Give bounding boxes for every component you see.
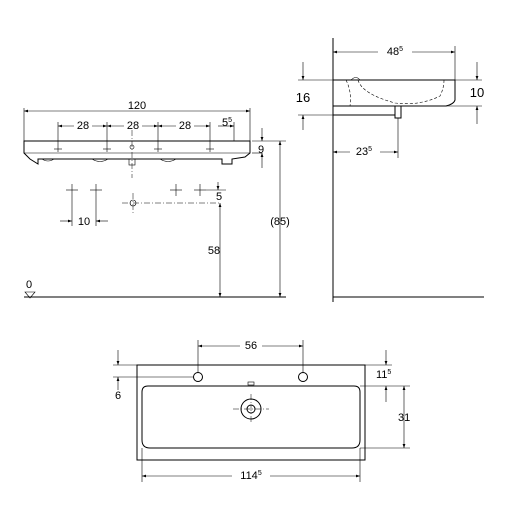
connector-height-label: 58 <box>208 245 220 257</box>
rim-front-label: 6 <box>115 390 121 402</box>
front-view: 120 28 28 28 55 9 5 <box>23 100 290 299</box>
thickness-label: 9 <box>258 144 264 156</box>
spacing-label-3: 28 <box>179 120 191 132</box>
floor-level-symbol <box>24 291 36 299</box>
rim-back-label: 115 <box>376 369 391 381</box>
basin-top-outline <box>136 364 366 461</box>
side-height-label: 16 <box>296 90 310 105</box>
spacing-label-1: 28 <box>77 120 89 132</box>
connector-offset-label: 5 <box>216 191 222 203</box>
side-rim-label: 10 <box>470 85 484 100</box>
edge-label: 55 <box>222 117 232 129</box>
bowl-width-label: 1145 <box>240 470 262 482</box>
connector-marks <box>66 184 220 213</box>
tap-hole-left <box>193 372 203 382</box>
hole-spacing-label: 10 <box>78 216 90 228</box>
tap-marks <box>54 144 214 152</box>
tap-spacing-label: 56 <box>245 340 257 352</box>
total-height-label: (85) <box>270 216 290 228</box>
front-width-label: 120 <box>128 100 146 112</box>
bowl-depth-label: 31 <box>398 412 410 424</box>
floor-level-label: 0 <box>26 279 32 291</box>
side-depth-label: 485 <box>387 46 403 58</box>
bowl-outline <box>141 385 361 449</box>
basin-side-outline <box>332 79 456 107</box>
tap-hole-right <box>298 372 308 382</box>
side-drain-label: 235 <box>356 146 372 158</box>
side-view: 485 16 10 235 <box>296 38 484 302</box>
spacing-label-2: 28 <box>127 120 139 132</box>
top-view: 56 6 115 31 1145 <box>113 338 410 482</box>
